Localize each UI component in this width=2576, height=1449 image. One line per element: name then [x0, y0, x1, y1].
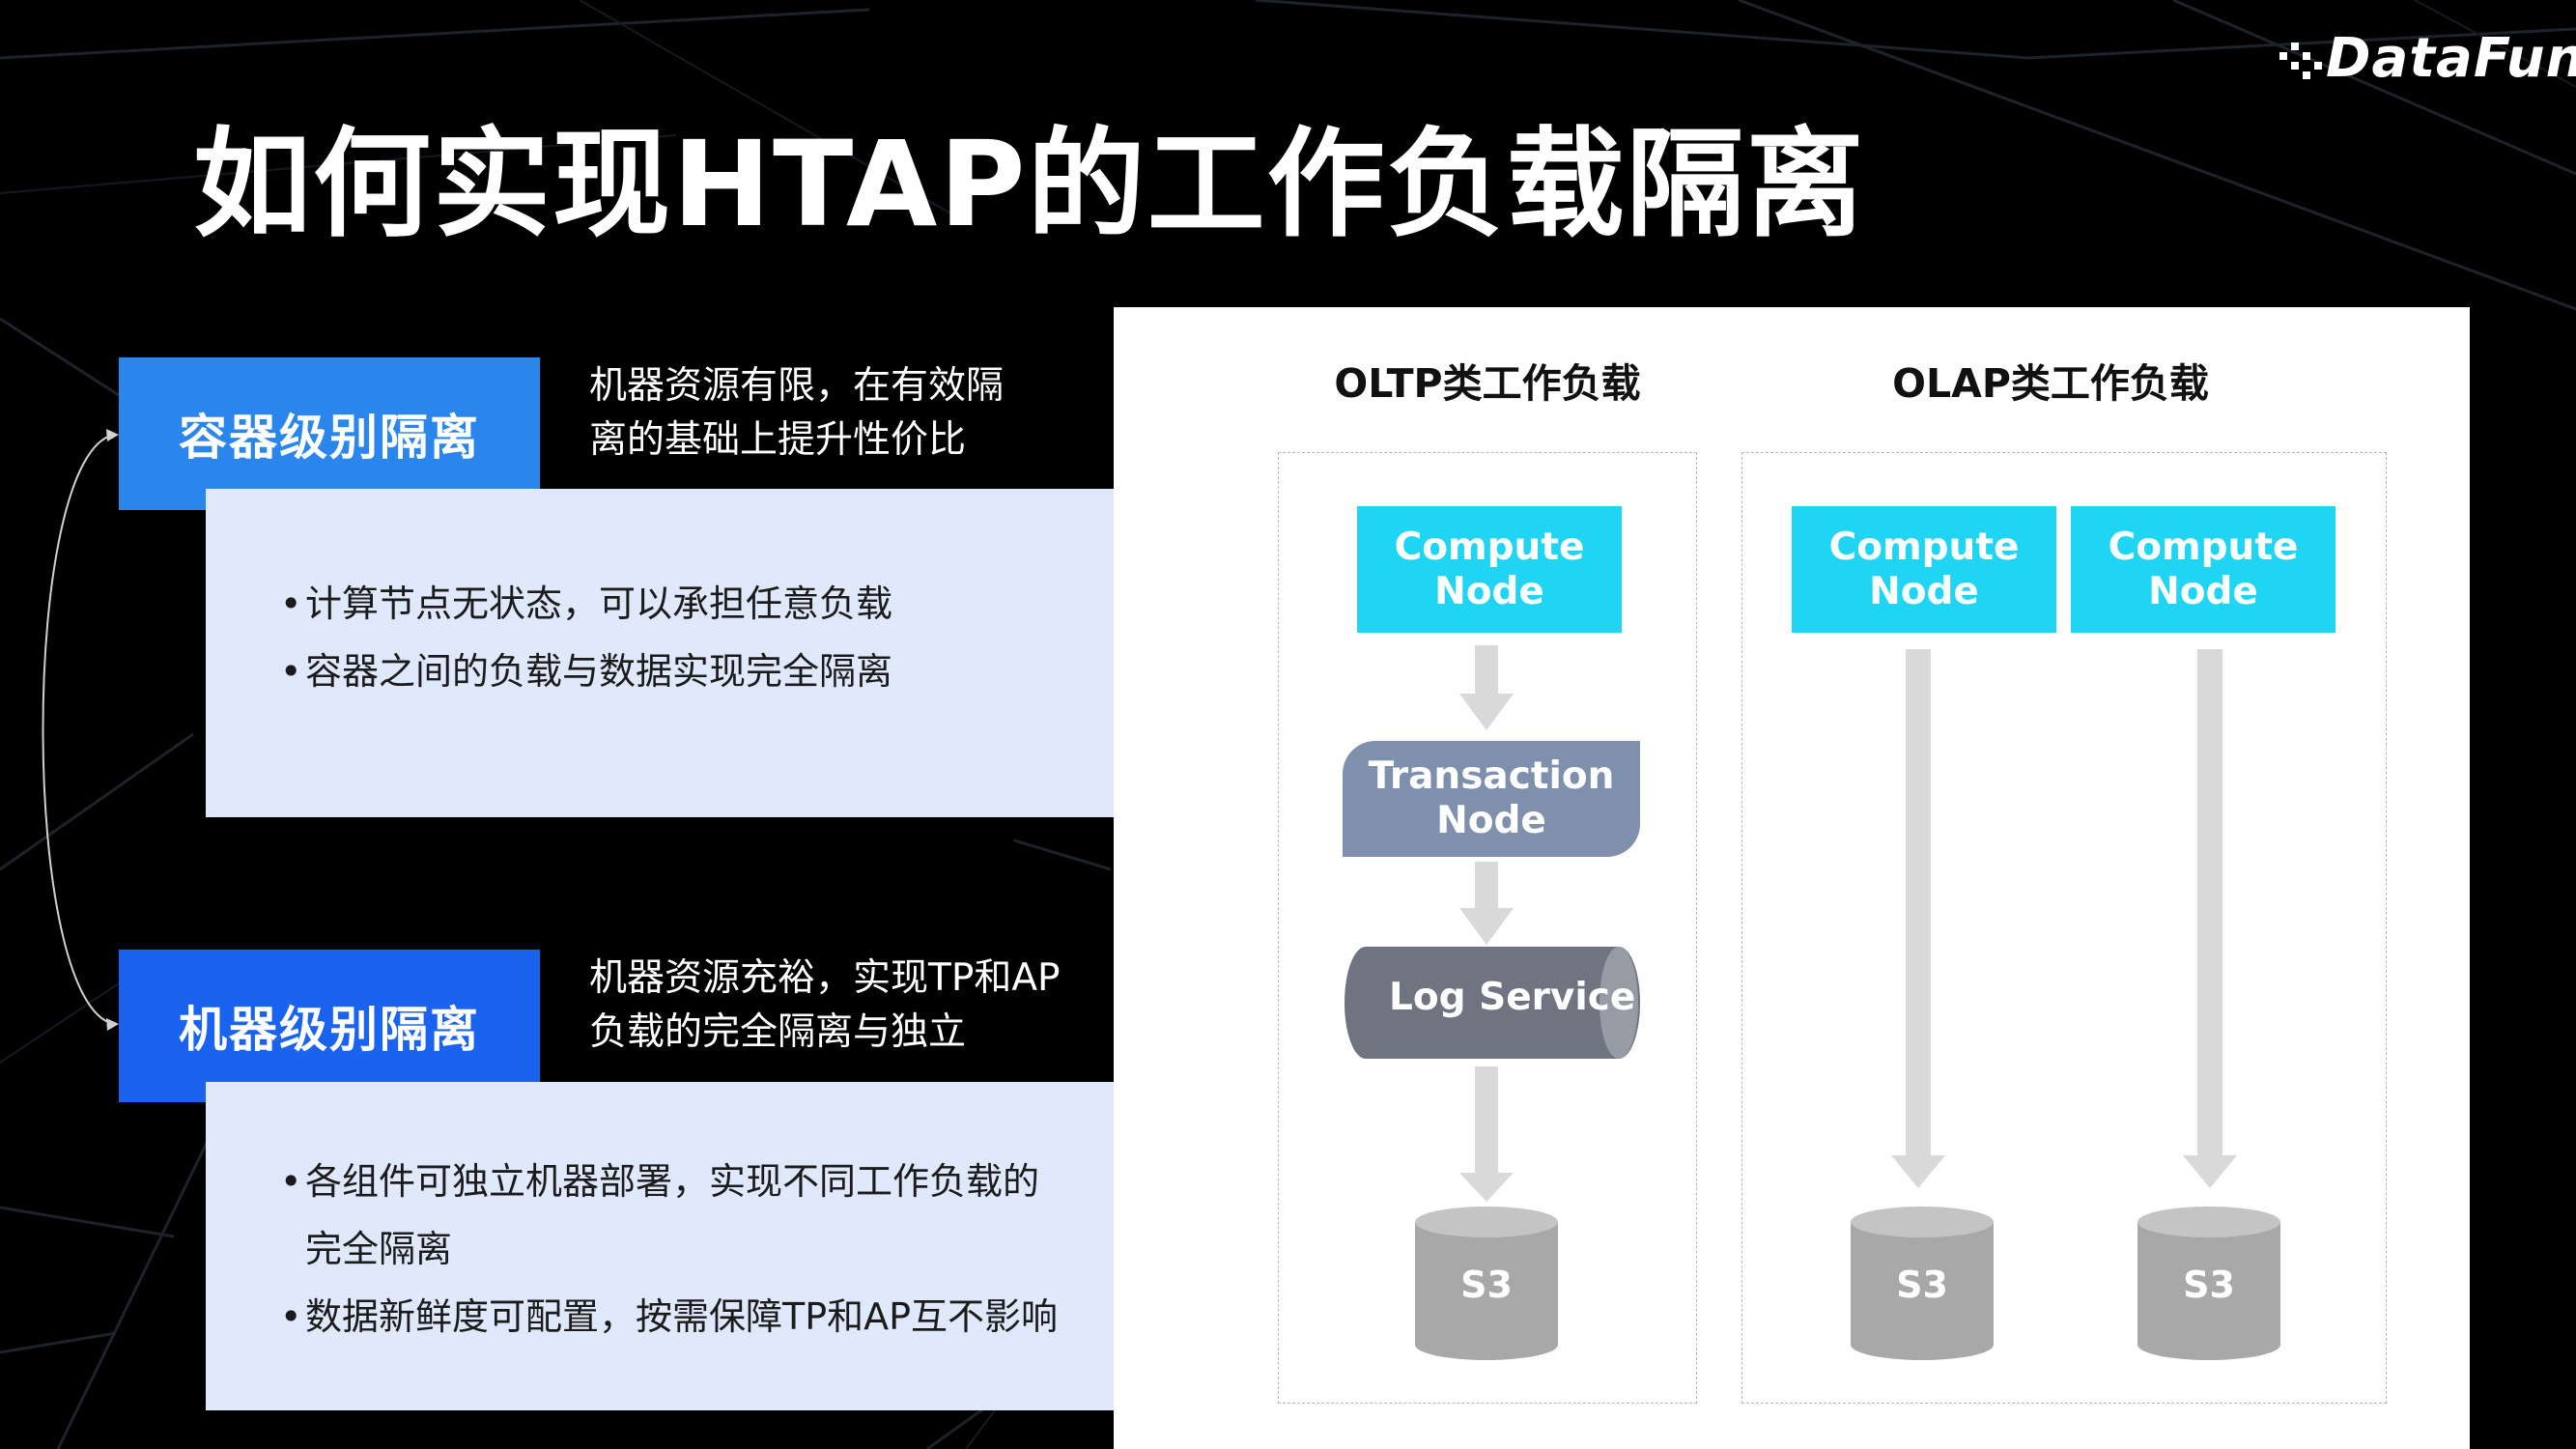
oltp-arrows — [1459, 645, 1514, 1202]
container-isolation-bullets: •计算节点无状态，可以承担任意负载 •容器之间的负载与数据实现完全隔离 — [280, 570, 892, 705]
description-line: 机器资源有限，在有效隔 — [589, 364, 1005, 408]
bullet-item: •容器之间的负载与数据实现完全隔离 — [280, 650, 893, 693]
olap-frame — [1741, 452, 2387, 1404]
oltp-heading: OLTP类工作负载 — [1334, 360, 1641, 407]
s3-label-oltp: S3 — [1460, 1264, 1513, 1306]
s3-label-olap-2: S3 — [2183, 1264, 2235, 1306]
bullet-item: •数据新鲜度可配置，按需保障TP和AP互不影响 — [280, 1295, 1059, 1338]
description-line: 机器资源充裕，实现TP和AP — [589, 956, 1061, 1000]
olap-arrows — [1891, 649, 2237, 1188]
log-service-label: Log Service — [1389, 976, 1636, 1019]
description-line: 负载的完全隔离与独立 — [589, 1010, 967, 1054]
container-isolation-description: 机器资源有限，在有效隔 离的基础上提升性价比 — [589, 359, 1004, 468]
description-line: 离的基础上提升性价比 — [589, 418, 967, 462]
bullet-item: •计算节点无状态，可以承担任意负载 — [280, 582, 893, 625]
container-isolation-tag: 容器级别隔离 — [119, 357, 540, 510]
datafun-logo: DataFun. — [2279, 27, 2576, 95]
bullet-item: 完全隔离 — [305, 1228, 453, 1270]
olap-heading: OLAP类工作负载 — [1892, 360, 2209, 407]
section-connector-arc — [42, 434, 115, 1025]
s3-label-olap-1: S3 — [1896, 1264, 1948, 1306]
machine-isolation-description: 机器资源充裕，实现TP和AP 负载的完全隔离与独立 — [589, 952, 1061, 1060]
machine-isolation-bullets: •各组件可独立机器部署，实现不同工作负载的 完全隔离 •数据新鲜度可配置，按需保… — [280, 1148, 1058, 1350]
bullet-item: •各组件可独立机器部署，实现不同工作负载的 — [280, 1160, 1040, 1203]
container-isolation-card — [206, 489, 1175, 817]
log-service-cylinder — [1345, 947, 1640, 1059]
s3-cylinder-oltp — [1415, 1207, 1558, 1360]
machine-isolation-card — [206, 1082, 1175, 1410]
s3-cylinder-olap-2 — [2137, 1207, 2280, 1360]
s3-cylinder-olap-1 — [1851, 1207, 1994, 1360]
machine-isolation-tag: 机器级别隔离 — [119, 950, 540, 1102]
oltp-frame — [1278, 452, 1697, 1404]
page-title: 如何实现HTAP的工作负载隔离 — [193, 116, 1866, 253]
